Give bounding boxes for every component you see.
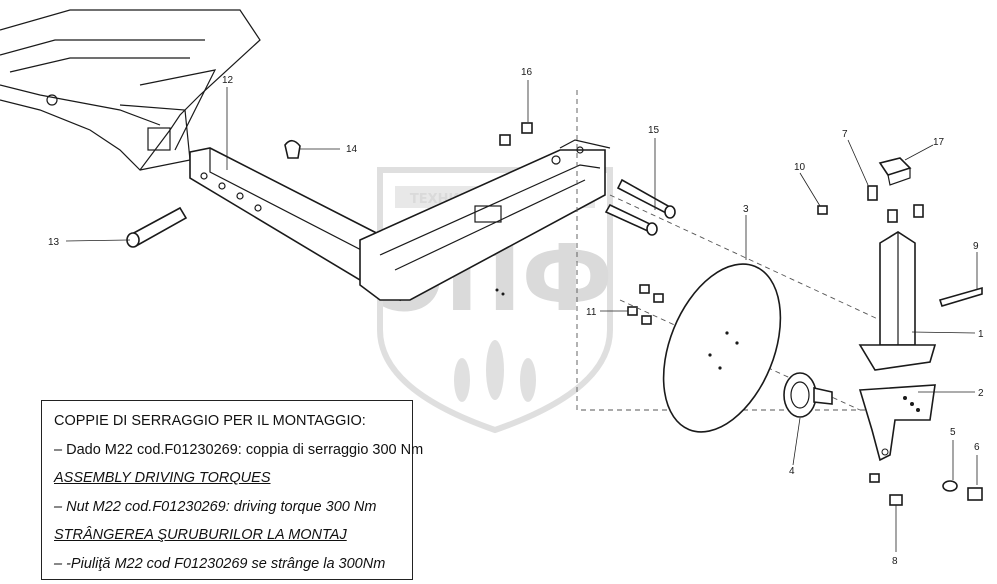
callout-8: 8 [892,556,898,567]
torque-heading-english: ASSEMBLY DRIVING TORQUES [54,470,271,486]
wheat-emblem-icon [454,340,536,402]
bracket-part-2 [858,384,936,462]
cap-part-17 [878,157,912,186]
callout-9: 9 [973,241,979,252]
post-part-1 [858,185,937,371]
bolt-part-9 [938,286,983,307]
arm-part-12 [189,147,401,302]
washer-part-5 [942,480,958,492]
axis-line [576,90,870,411]
pin-part-13 [126,206,188,248]
torque-heading-romanian: STRÂNGEREA ŞURUBURILOR LA MONTAJ [54,527,347,543]
callout-16: 16 [521,67,533,78]
callout-12: 12 [222,75,234,86]
nut-part-10 [817,205,828,215]
hub-part-4 [783,372,833,418]
disc-bracket-arm [359,139,611,301]
torque-line-english: – Nut M22 cod.F01230269: driving torque … [54,498,377,515]
torque-line-italian: – Dado M22 cod.F01230269: coppia di serr… [54,441,424,458]
torque-line-romanian: – -Piuliţă M22 cod F01230269 se strânge … [54,555,386,572]
callout-14: 14 [346,144,358,155]
callout-4: 4 [789,466,795,477]
callout-7: 7 [842,129,848,140]
callout-2: 2 [978,388,984,399]
nut-part-6 [967,487,983,501]
callout-11: 11 [586,307,597,318]
axis-line-diag [609,194,881,321]
nut-part-8 [889,494,903,506]
clip-part-14 [284,139,301,159]
callout-labels: 12 13 14 16 15 3 7 17 10 9 11 1 2 4 5 6 … [48,67,984,567]
callout-5: 5 [950,427,956,438]
callout-13: 13 [48,237,60,248]
callout-17: 17 [933,137,945,148]
nuts-part-16 [499,122,533,146]
disc-part-3 [662,263,782,433]
callout-3: 3 [743,204,749,215]
callout-6: 6 [974,442,980,453]
torque-heading-italian: COPPIE DI SERRAGGIO PER IL MONTAGGIO: [54,413,366,429]
nut-part-8b [869,473,880,483]
torque-specification-box: COPPIE DI SERRAGGIO PER IL MONTAGGIO: – … [41,400,424,580]
leader-lines [65,80,978,552]
main-beam-assembly [0,9,261,171]
callout-15: 15 [648,125,660,136]
bolts-part-15 [604,178,676,236]
callout-1: 1 [978,329,984,340]
callout-10: 10 [794,162,806,173]
bolts-part-11 [627,284,664,325]
